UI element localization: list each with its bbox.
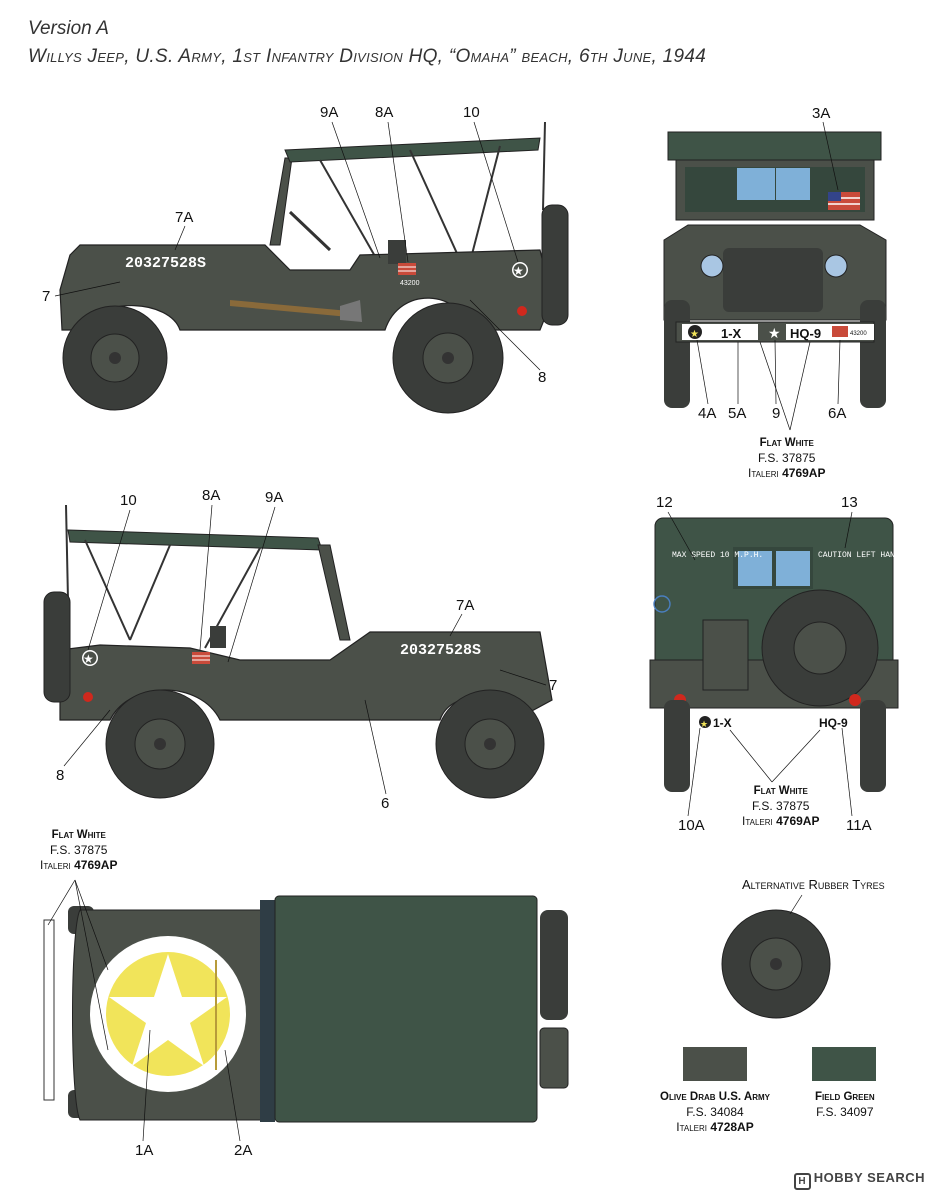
callout-6a: 6A (828, 405, 846, 422)
callout-7a-side2: 7A (456, 597, 474, 614)
jeep-top-view: 1A 2A (43, 879, 569, 1159)
paint-spec-rear: Flat White F.S. 37875 Italeri 4769AP (742, 785, 820, 828)
alt-tyres-label: Alternative Rubber Tyres (742, 877, 885, 892)
callout-9a-side2: 9A (265, 489, 283, 506)
svg-text:1-X: 1-X (713, 716, 732, 730)
serial-marking-2: 20327528S (400, 642, 481, 659)
jeep-front-view: ★ 1-X ★ HQ-9 43200 3A 4A 5A 9 6A (663, 105, 887, 431)
svg-text:43200: 43200 (850, 331, 867, 337)
svg-text:HQ-9: HQ-9 (819, 716, 848, 730)
svg-text:★: ★ (768, 325, 781, 341)
swatch-field-green-label: Field Green F.S. 34097 (815, 1091, 875, 1119)
callout-8a-side2: 8A (202, 487, 220, 504)
callout-7: 7 (42, 288, 50, 305)
callout-8: 8 (538, 369, 546, 386)
callout-10-side2: 10 (120, 492, 137, 509)
bumper-code-left: 1-X (721, 326, 742, 341)
callout-3a: 3A (812, 105, 830, 122)
callout-10: 10 (463, 104, 480, 121)
swatch-olive-drab-label: Olive Drab U.S. Army F.S. 34084 Italeri … (660, 1091, 770, 1134)
bumper-code-right: HQ-9 (790, 326, 821, 341)
svg-text:43200: 43200 (400, 280, 420, 287)
callout-1a: 1A (135, 1142, 153, 1159)
version-title: Version A (28, 18, 109, 39)
swatch-field-green (812, 1047, 876, 1081)
callout-12: 12 (656, 494, 673, 511)
paint-spec-top: Flat White F.S. 37875 Italeri 4769AP (40, 829, 118, 872)
callout-13: 13 (841, 494, 858, 511)
svg-text:★: ★ (513, 264, 524, 278)
jeep-side-view-right: 20327528S ★ 10 8A 9A 7A 7 8 6 (43, 487, 557, 812)
jeep-rear-view: MAX SPEED 10 M.P.H. CAUTION LEFT HAND DR… (649, 494, 939, 834)
svg-text:★: ★ (690, 329, 699, 340)
paint-spec-front: Flat White F.S. 37875 Italeri 4769AP (748, 437, 826, 480)
callout-4a: 4A (698, 405, 716, 422)
callout-9a: 9A (320, 104, 338, 121)
rear-text-left: MAX SPEED 10 M.P.H. (672, 551, 763, 560)
jeep-side-view-left: 20327528S ★ 43200 9A 8A 10 7A 7 8 (42, 104, 569, 414)
callout-5a: 5A (728, 405, 746, 422)
svg-text:★: ★ (700, 719, 708, 729)
svg-text:★: ★ (83, 652, 94, 666)
callout-7a: 7A (175, 209, 193, 226)
callout-2a: 2A (234, 1142, 252, 1159)
callout-8-side2: 8 (56, 767, 64, 784)
callout-7-side2: 7 (549, 677, 557, 694)
callout-10a: 10A (678, 817, 705, 834)
serial-marking-1: 20327528S (125, 255, 206, 272)
rear-text-right: CAUTION LEFT HAND DRIVE NO SIGNAL (818, 551, 939, 560)
swatch-olive-drab (683, 1047, 747, 1081)
callout-6: 6 (381, 795, 389, 812)
vehicle-subtitle: Willys Jeep, U.S. Army, 1st Infantry Div… (28, 46, 707, 67)
callout-8a: 8A (375, 104, 393, 121)
alternative-tyre (721, 894, 831, 1019)
callout-9-front: 9 (772, 405, 780, 422)
callout-11a: 11A (846, 817, 872, 834)
